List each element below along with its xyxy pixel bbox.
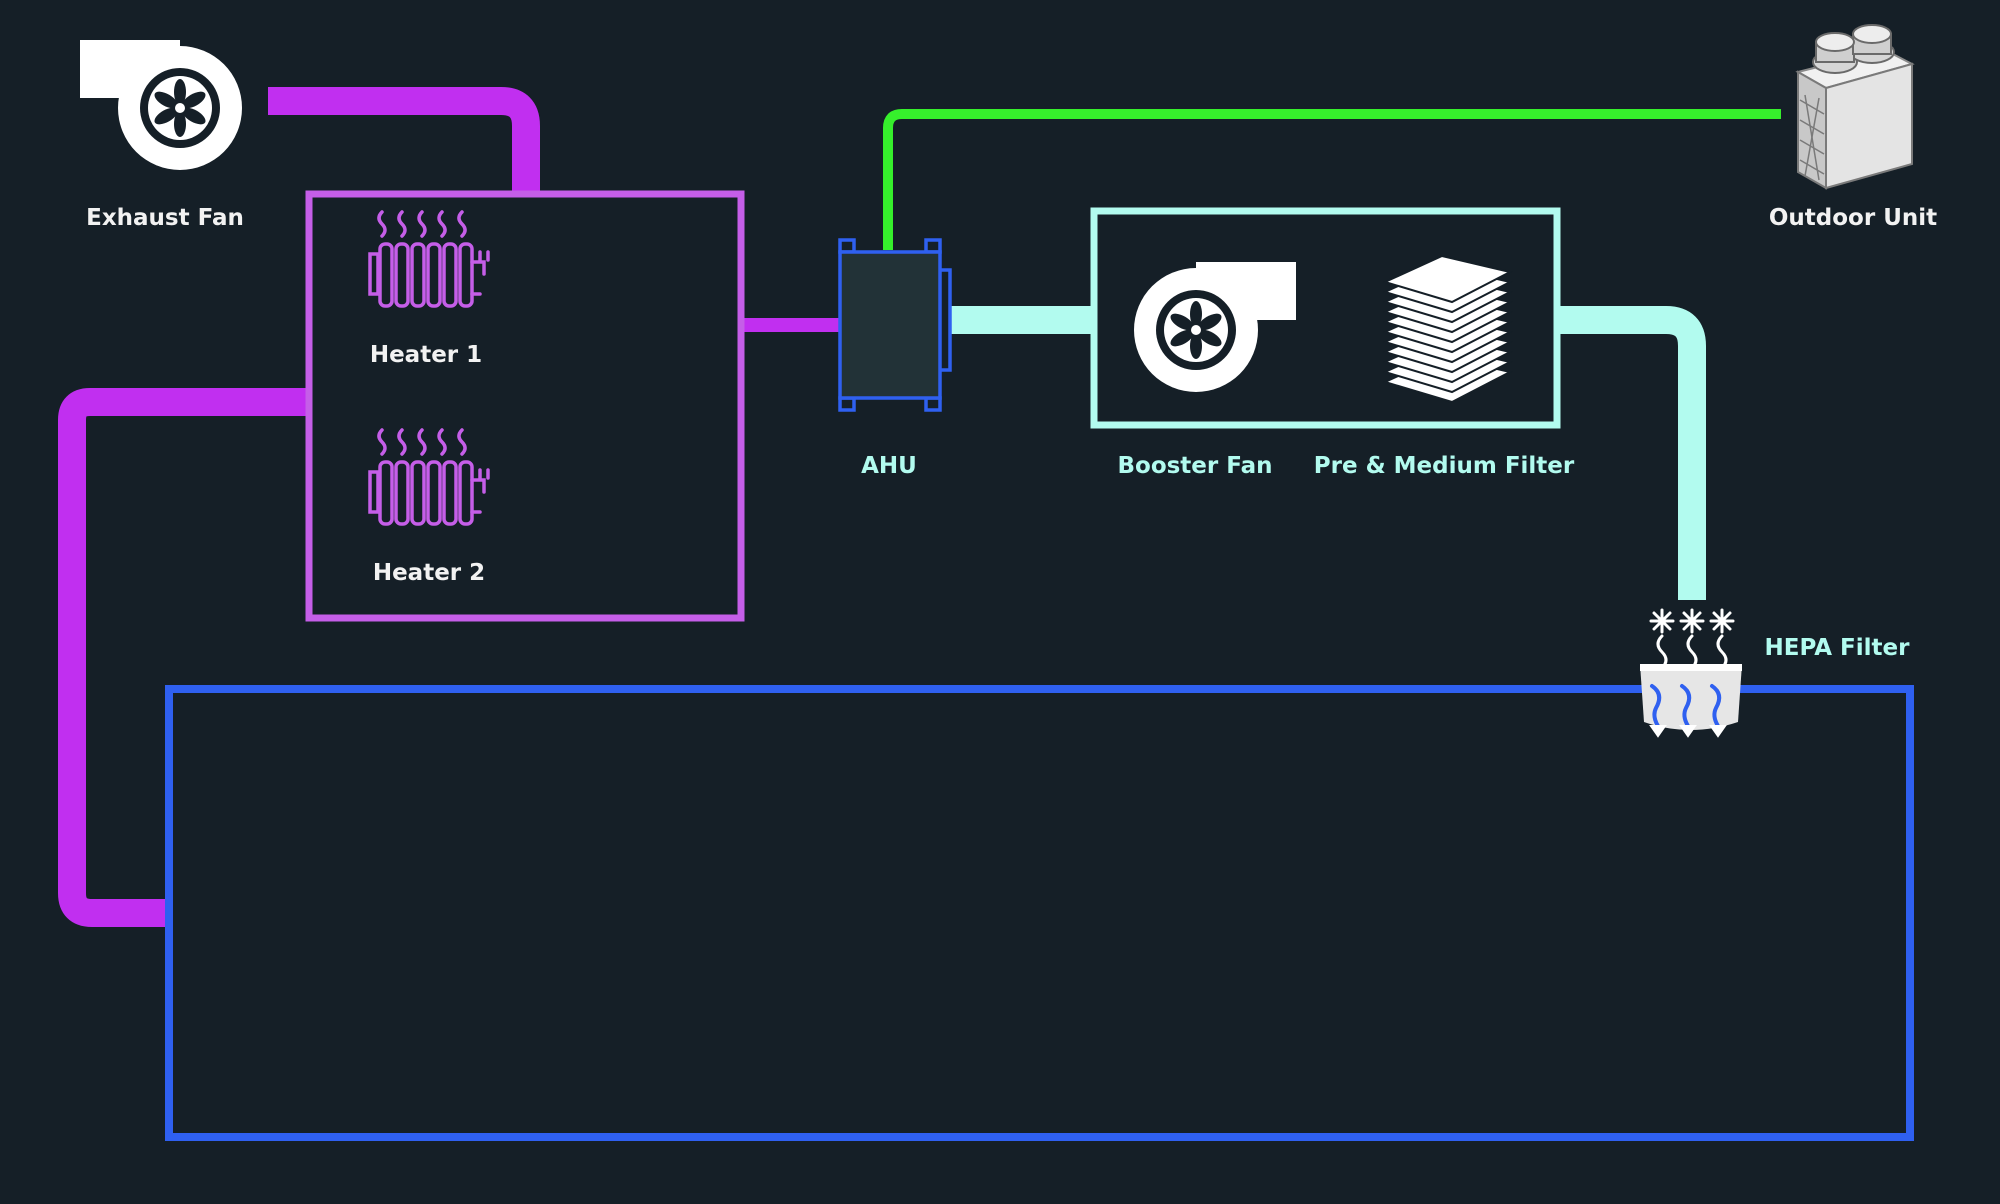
outdoor-pipe bbox=[883, 109, 1781, 250]
heater-2-label: Heater 2 bbox=[372, 560, 486, 586]
heater-1-label: Heater 1 bbox=[369, 342, 483, 368]
booster-fan-label: Booster Fan bbox=[1117, 453, 1273, 479]
ahu-label: AHU bbox=[861, 453, 917, 479]
exhaust-fan-icon bbox=[80, 40, 242, 170]
outdoor-unit-icon bbox=[1795, 24, 1915, 190]
ahu-icon bbox=[838, 238, 952, 412]
filter-label: Pre & Medium Filter bbox=[1313, 453, 1575, 479]
supply-duct bbox=[950, 306, 1706, 600]
filter-stack-icon bbox=[1382, 254, 1513, 404]
exhaust-fan-label: Exhaust Fan bbox=[86, 205, 244, 231]
outdoor-unit-label: Outdoor Unit bbox=[1768, 205, 1938, 231]
room-outline bbox=[165, 685, 1914, 1141]
heater-enclosure bbox=[305, 190, 745, 622]
exhaust-duct bbox=[58, 87, 540, 927]
hepa-filter-icon bbox=[1640, 608, 1742, 738]
hepa-filter-label: HEPA Filter bbox=[1764, 635, 1910, 661]
heater-to-ahu-duct bbox=[740, 318, 840, 332]
